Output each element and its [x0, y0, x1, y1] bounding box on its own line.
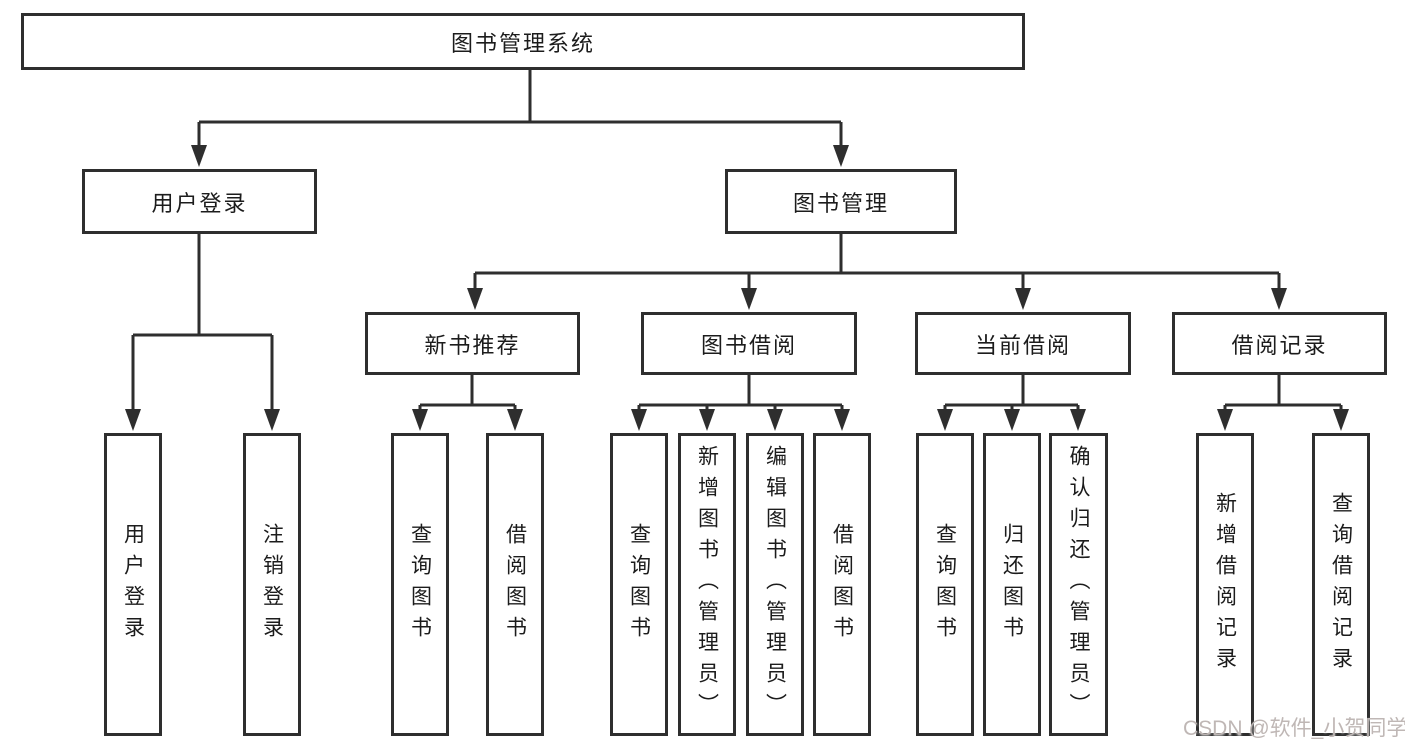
leaf-confirm-return-admin: 确认归还（管理员）: [1049, 433, 1108, 736]
node-label: 确认归还（管理员）: [1067, 445, 1090, 724]
node-label: 归还图书: [1000, 522, 1024, 647]
node-label: 新增图书（管理员）: [695, 445, 719, 724]
connector-book-mgmt-branch: [473, 234, 1281, 291]
leaf-add-book-admin: 新增图书（管理员）: [678, 433, 736, 736]
node-label: 借阅图书: [503, 522, 527, 647]
node-label: 图书管理: [792, 190, 889, 216]
arrow-down-icon: [834, 409, 850, 431]
leaf-return-book: 归还图书: [983, 433, 1041, 736]
arrow-down-icon: [412, 409, 428, 431]
connector-borrow-record-branch: [1223, 375, 1343, 412]
leaf-logout: 注销登录: [243, 433, 301, 736]
leaf-add-borrow-record: 新增借阅记录: [1196, 433, 1254, 736]
arrow-down-icon: [1217, 409, 1233, 431]
node-label: 注销登录: [260, 522, 284, 647]
node-library-system: 图书管理系统: [21, 13, 1025, 70]
arrowheads: [125, 145, 1349, 431]
arrow-down-icon: [1070, 409, 1086, 431]
leaf-edit-book-admin: 编辑图书（管理员）: [746, 433, 804, 736]
node-label: 借阅图书: [830, 522, 854, 647]
node-book-management: 图书管理: [725, 169, 957, 234]
arrow-down-icon: [467, 288, 483, 310]
node-user-login: 用户登录: [82, 169, 317, 234]
connector-book-borrow-branch: [637, 375, 844, 412]
arrow-down-icon: [767, 409, 783, 431]
node-label: 新增借阅记录: [1213, 491, 1237, 678]
node-new-book-recommend: 新书推荐: [365, 312, 580, 375]
node-label: 编辑图书（管理员）: [763, 445, 787, 724]
connector-current-borrow-branch: [943, 375, 1080, 412]
node-label: 当前借阅: [974, 332, 1071, 358]
node-label: 查询图书: [627, 522, 651, 647]
node-label: 用户登录: [121, 522, 145, 647]
node-label: 借阅记录: [1231, 332, 1328, 358]
arrow-down-icon: [741, 288, 757, 310]
arrow-down-icon: [191, 145, 207, 167]
connector-new-book-branch: [418, 375, 517, 412]
node-label: 查询图书: [933, 522, 957, 647]
arrow-down-icon: [699, 409, 715, 431]
node-label: 用户登录: [151, 190, 248, 216]
arrow-down-icon: [1333, 409, 1349, 431]
node-borrow-record: 借阅记录: [1172, 312, 1387, 375]
arrow-down-icon: [507, 409, 523, 431]
leaf-query-book: 查询图书: [916, 433, 974, 736]
leaf-user-login: 用户登录: [104, 433, 162, 736]
arrow-down-icon: [937, 409, 953, 431]
arrow-down-icon: [1015, 288, 1031, 310]
arrow-down-icon: [264, 409, 280, 431]
node-label: 图书借阅: [700, 332, 797, 358]
arrow-down-icon: [833, 145, 849, 167]
node-label: 查询借阅记录: [1329, 491, 1353, 678]
node-label: 查询图书: [408, 522, 432, 647]
csdn-watermark: CSDN @软件_小贺同学: [1183, 717, 1405, 740]
leaf-query-book: 查询图书: [391, 433, 449, 736]
node-book-borrow: 图书借阅: [641, 312, 857, 375]
arrow-down-icon: [125, 409, 141, 431]
arrow-down-icon: [1004, 409, 1020, 431]
node-label: 新书推荐: [424, 332, 521, 358]
node-label: 图书管理系统: [450, 30, 595, 56]
leaf-borrow-book: 借阅图书: [486, 433, 544, 736]
leaf-query-borrow-record: 查询借阅记录: [1312, 433, 1370, 736]
leaf-borrow-book: 借阅图书: [813, 433, 871, 736]
leaf-query-book: 查询图书: [610, 433, 668, 736]
connector-user-login-branch: [131, 234, 274, 412]
connector-root: [197, 70, 843, 148]
node-current-borrow: 当前借阅: [915, 312, 1131, 375]
arrow-down-icon: [631, 409, 647, 431]
arrow-down-icon: [1271, 288, 1287, 310]
